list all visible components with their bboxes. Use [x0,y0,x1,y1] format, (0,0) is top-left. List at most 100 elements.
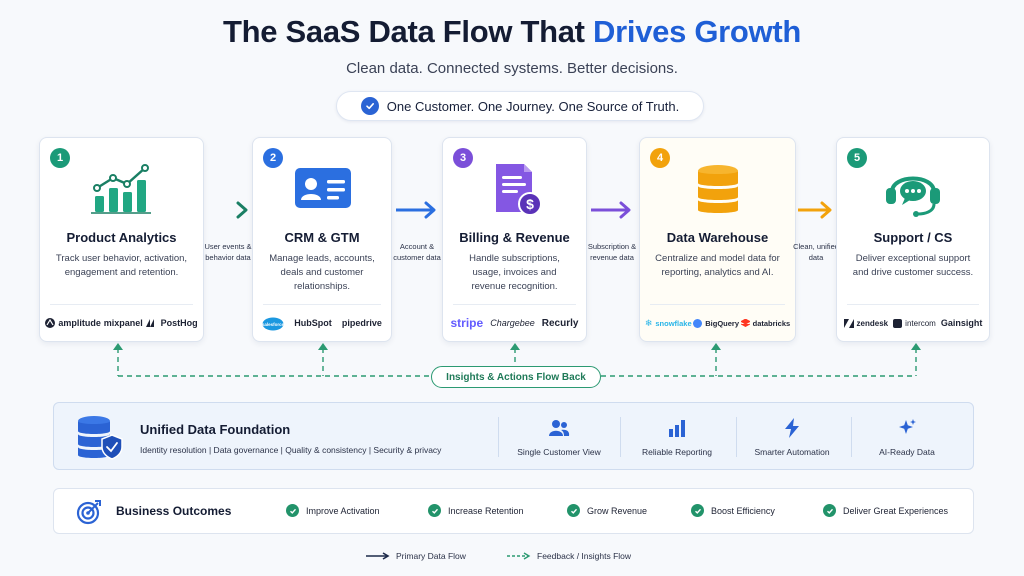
step-title: Data Warehouse [666,230,769,245]
unified-data-foundation: Unified Data Foundation Identity resolut… [53,402,974,470]
feature-ai-ready-data: AI-Ready Data [850,417,964,461]
step-description: Track user behavior, activation, engagem… [55,253,188,278]
tagline-text: One Customer. One Journey. One Source of… [386,98,680,114]
step-description: Centralize and model data for reporting,… [655,253,780,278]
flow-arrow-2 [396,201,436,219]
step-number: 4 [650,148,670,168]
flow-label-4: Clean, unified data [793,242,839,262]
divider [498,417,499,457]
step-number: 3 [453,148,473,168]
flow-arrow-1 [208,201,248,219]
salesforce-logo: salesforce [262,316,284,331]
step-title: Support / CS [873,230,953,245]
card-divider [50,304,193,305]
check-circle-icon [823,504,836,517]
bar-chart-trend-icon [40,162,203,222]
target-icon [76,499,102,530]
step-title: CRM & GTM [284,230,360,245]
mixpanel-logo: mixpanel [103,318,143,328]
outcomes-title: Business Outcomes [116,504,232,518]
invoice-dollar-icon: $ [443,162,586,222]
pipedrive-logo: pipedrive [341,318,382,328]
card-divider [847,304,979,305]
feature-single-customer-view: Single Customer View [502,417,616,461]
flow-label-2: Account & customer data [393,242,441,262]
tool-logos: amplitude mixpanel PostHog [44,312,199,334]
title-accent: Drives Growth [593,14,802,49]
divider [851,417,852,457]
headset-chat-icon [837,162,989,222]
outcome-item: Increase Retention [428,504,524,517]
database-shield-icon [74,413,126,466]
step-card-crm-gtm: 2 CRM & GTM Manage leads, accounts, deal… [252,137,392,342]
intercom-logo: intercom [893,318,936,328]
snowflake-logo: ❄snowflake [644,317,692,328]
step-number: 5 [847,148,867,168]
flow-label-3: Subscription & revenue data [587,242,637,262]
bigquery-logo: BigQuery [693,318,739,328]
feature-smarter-automation: Smarter Automation [735,417,849,461]
feature-reliable-reporting: Reliable Reporting [620,417,734,461]
people-icon [502,417,616,439]
zendesk-logo: zendesk [843,318,888,328]
page-title: The SaaS Data Flow That Drives Growth [0,14,1024,50]
step-description: Deliver exceptional support and drive cu… [852,253,974,278]
outcome-item: Grow Revenue [567,504,647,517]
lightning-icon [735,417,849,439]
step-card-billing-revenue: 3 $ Billing & Revenue Handle subscriptio… [442,137,587,342]
tool-logos: zendesk intercom Gainsight [841,312,985,334]
chargebee-logo: Chargebee [490,318,535,328]
outcome-item: Improve Activation [286,504,380,517]
svg-text:salesforce: salesforce [262,321,284,326]
gainsight-logo: Gainsight [940,318,983,328]
flow-arrow-4 [798,201,832,219]
feedback-loop-lines [113,343,921,377]
foundation-subtitle: Identity resolution | Data governance | … [140,445,442,455]
outcome-item: Boost Efficiency [691,504,775,517]
sparkle-icon [850,417,964,439]
check-circle-icon [360,97,379,115]
step-description: Handle subscriptions, usage, invoices an… [469,253,560,292]
legend-primary: Primary Data Flow [366,551,466,561]
databricks-logo: databricks [740,318,790,328]
flow-arrow-3 [591,201,631,219]
outcome-item: Deliver Great Experiences [823,504,948,517]
tool-logos: stripe Chargebee Recurly [447,312,582,334]
card-divider [650,304,785,305]
database-icon [640,162,795,222]
title-main: The SaaS Data Flow That [222,14,594,49]
flow-label-1: User events & behavior data [204,242,252,262]
check-circle-icon [428,504,441,517]
contact-card-icon [253,162,391,222]
card-divider [263,304,381,305]
svg-text:$: $ [526,196,534,212]
tool-logos: ❄snowflake BigQuery databricks [644,312,791,334]
check-circle-icon [286,504,299,517]
foundation-title: Unified Data Foundation [140,422,291,437]
hubspot-logo: HubSpot [294,318,332,328]
solid-arrow-icon [366,552,390,560]
step-number: 1 [50,148,70,168]
step-number: 2 [263,148,283,168]
business-outcomes: Business Outcomes Improve Activation Inc… [53,488,974,534]
step-description: Manage leads, accounts, deals and custom… [269,253,375,292]
check-circle-icon [691,504,704,517]
posthog-logo: PostHog [145,318,198,328]
legend-feedback: Feedback / Insights Flow [507,551,631,561]
tagline-pill: One Customer. One Journey. One Source of… [336,91,704,121]
amplitude-logo: amplitude [45,318,101,328]
divider [620,417,621,457]
step-card-product-analytics: 1 Product Analytics Track user behavior,… [39,137,204,342]
divider [736,417,737,457]
recurly-logo: Recurly [541,317,579,329]
tool-logos: salesforce HubSpot pipedrive [257,312,387,334]
stripe-logo: stripe [450,316,484,330]
check-circle-icon [567,504,580,517]
dashed-arrow-icon [507,552,531,560]
feedback-label: Insights & Actions Flow Back [431,366,601,388]
bar-chart-icon [620,417,734,439]
page-subtitle: Clean data. Connected systems. Better de… [346,60,678,77]
step-card-data-warehouse: 4 Data Warehouse Centralize and model da… [639,137,796,342]
step-title: Product Analytics [66,230,177,245]
card-divider [453,304,576,305]
